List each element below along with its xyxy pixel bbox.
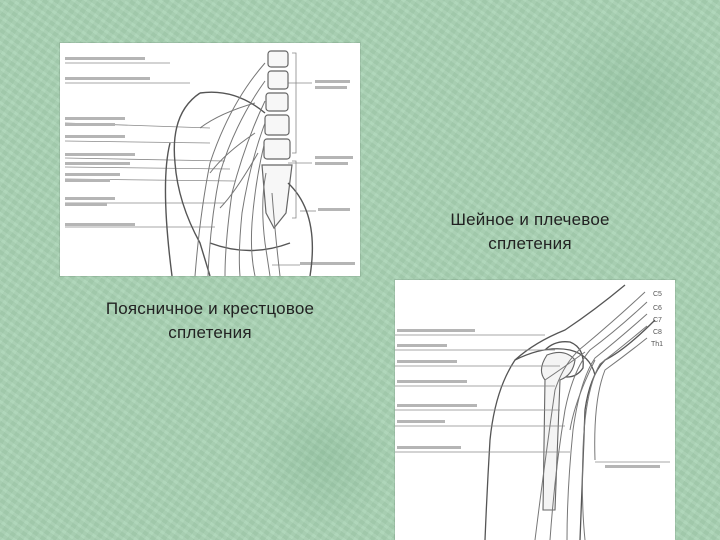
segment-label: C6 bbox=[653, 305, 662, 312]
brachial-plexus-drawing: C5 C6 C7 C8 Th1 bbox=[395, 284, 670, 540]
caption-lumbar-sacral-plexus: Поясничное и крестцовое сплетения bbox=[55, 297, 365, 345]
lumbar-sacral-plexus-illustration bbox=[60, 43, 360, 276]
caption-line: сплетения bbox=[488, 234, 572, 253]
segment-label: Th1 bbox=[651, 341, 663, 348]
segment-label: C5 bbox=[653, 291, 662, 298]
segment-labels: C5 C6 C7 C8 Th1 bbox=[651, 291, 663, 348]
segment-label: C7 bbox=[653, 317, 662, 324]
brachial-plexus-illustration: C5 C6 C7 C8 Th1 bbox=[395, 280, 675, 540]
caption-line: сплетения bbox=[168, 323, 252, 342]
caption-cervical-brachial-plexus: Шейное и плечевое сплетения bbox=[420, 208, 640, 256]
segment-label: C8 bbox=[653, 329, 662, 336]
lumbar-sacral-plexus-drawing bbox=[64, 50, 355, 276]
caption-line: Шейное и плечевое bbox=[450, 210, 610, 229]
caption-line: Поясничное и крестцовое bbox=[105, 299, 315, 318]
